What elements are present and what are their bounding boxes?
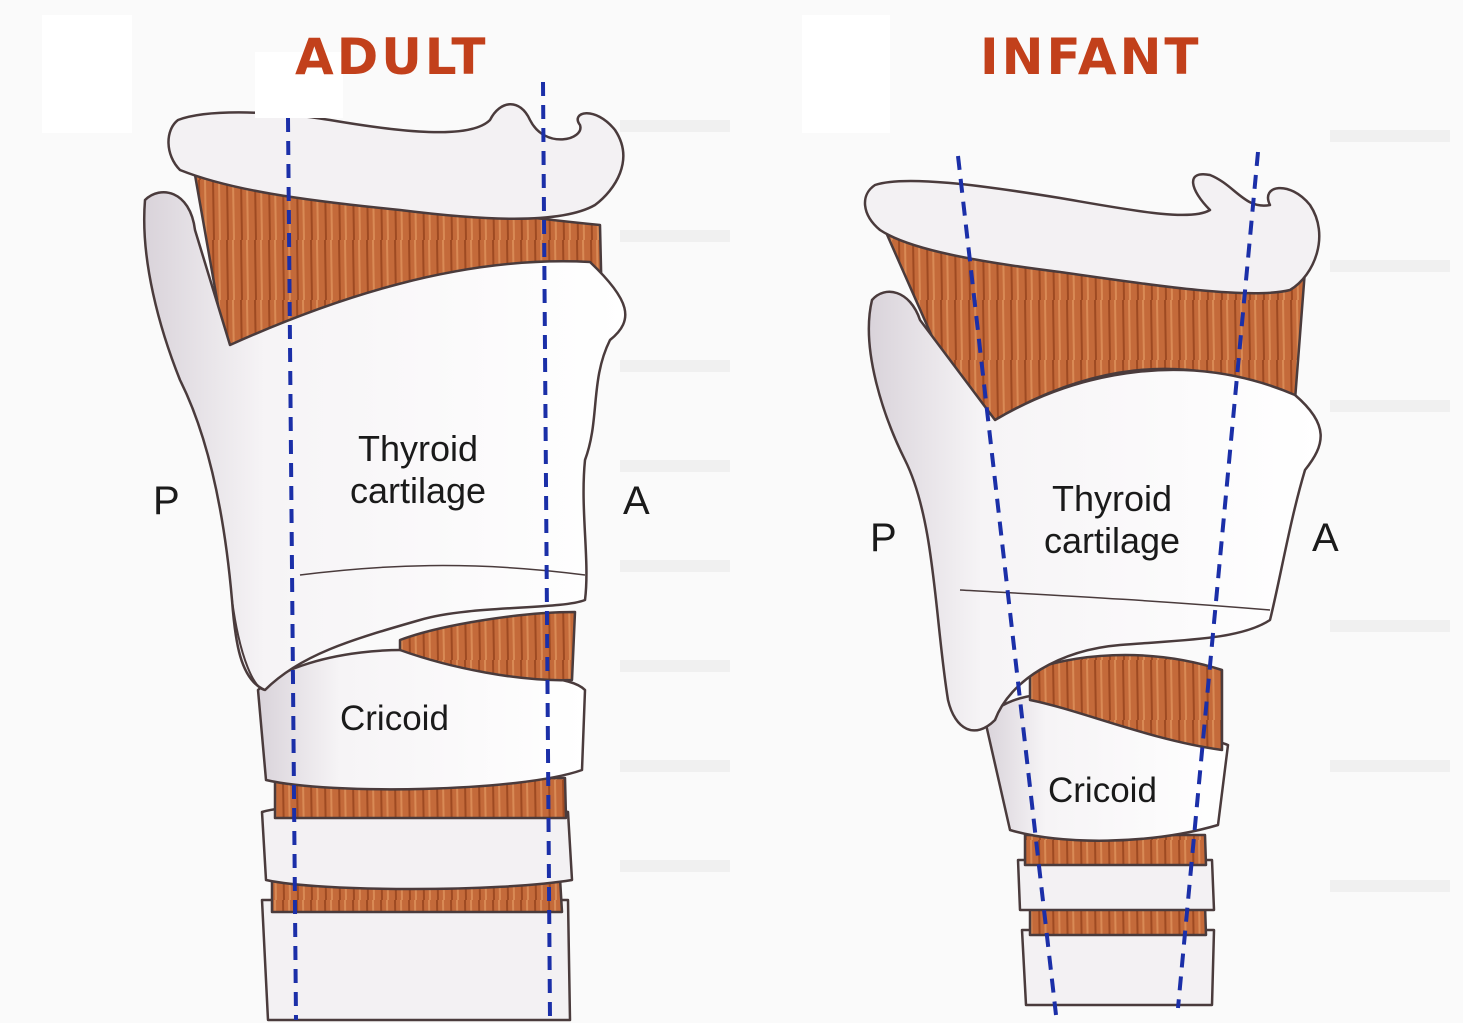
adult-thyroid-label-line2: cartilage [328, 470, 508, 512]
adult-title: ADULT [295, 28, 489, 86]
adult-cricoid-label: Cricoid [340, 698, 449, 739]
label-mask-adult-left [42, 15, 132, 133]
adult-thyroid-label-line1: Thyroid [328, 428, 508, 470]
adult-posterior-label: P [153, 478, 180, 525]
infant-cricoid-label: Cricoid [1048, 770, 1157, 811]
infant-thyroid-cartilage-label: Thyroid cartilage [1022, 478, 1202, 563]
infant-title: INFANT [980, 28, 1202, 86]
infant-thyroid-label-line1: Thyroid [1022, 478, 1202, 520]
adult-thyroid-cartilage-label: Thyroid cartilage [328, 428, 508, 513]
infant-larynx [865, 174, 1321, 1005]
infant-anterior-label: A [1312, 515, 1339, 562]
adult-trachea-ring-lower [262, 900, 570, 1020]
infant-thyroid-label-line2: cartilage [1022, 520, 1202, 562]
label-mask-infant [802, 15, 890, 133]
adult-larynx [144, 104, 625, 1020]
adult-anterior-label: A [623, 478, 650, 525]
infant-trachea-ring-2 [1018, 860, 1214, 910]
infant-posterior-label: P [870, 515, 897, 562]
